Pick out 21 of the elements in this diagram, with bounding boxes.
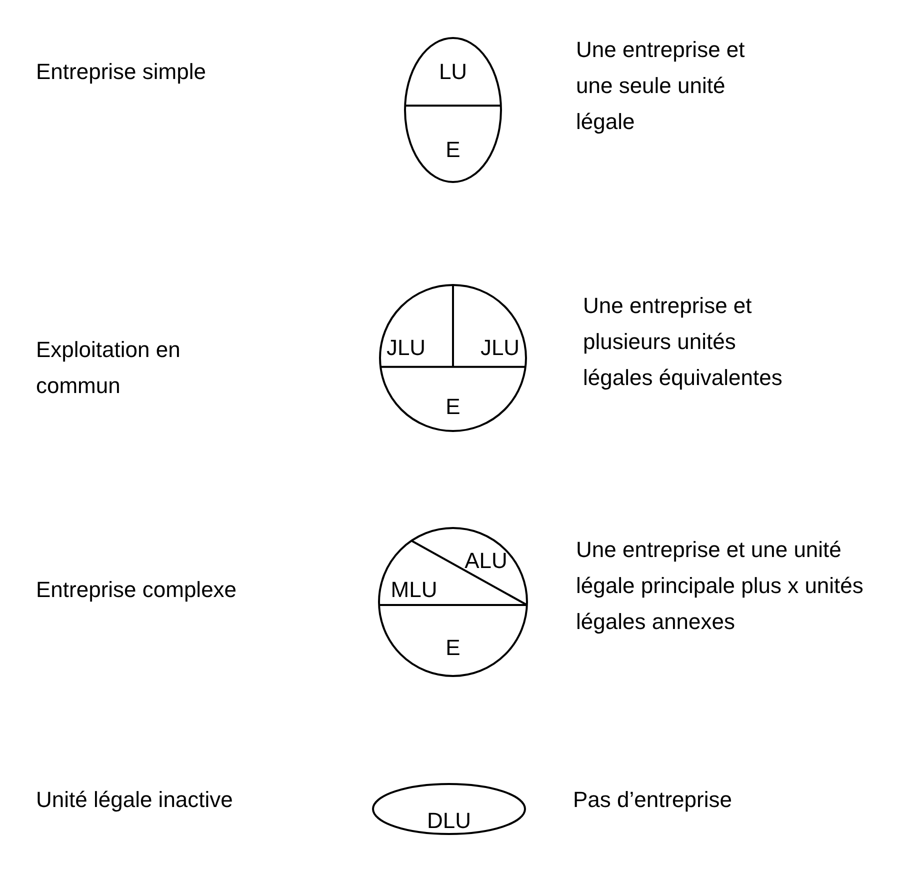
- unit-label: JLU: [480, 337, 520, 359]
- description-text: Une entreprise et une seule unité légale: [576, 36, 746, 136]
- unit-label: JLU: [386, 337, 426, 359]
- unit-label: E: [446, 139, 460, 161]
- unit-label: LU: [438, 61, 468, 83]
- oval-shape: [372, 783, 526, 835]
- divided-circle: [379, 284, 527, 432]
- description-text: Pas d’entreprise: [573, 786, 733, 814]
- unit-label: E: [446, 637, 460, 659]
- unit-label: E: [446, 396, 460, 418]
- category-label: Entreprise complexe: [36, 576, 238, 604]
- category-label: Exploitation en commun: [36, 336, 182, 400]
- unit-label: MLU: [390, 579, 438, 601]
- unit-label: ALU: [464, 550, 508, 572]
- egg-shape: [405, 38, 501, 182]
- category-label: Unité légale inactive: [36, 786, 234, 814]
- divided-circle: [378, 527, 528, 677]
- category-label: Entreprise simple: [36, 58, 207, 86]
- description-text: Une entreprise et plusieurs unités légales équivalentes: [583, 292, 783, 392]
- unit-label: DLU: [427, 810, 471, 832]
- description-text: Une entreprise et une unité légale principale plus x unités légales annexes: [576, 536, 864, 636]
